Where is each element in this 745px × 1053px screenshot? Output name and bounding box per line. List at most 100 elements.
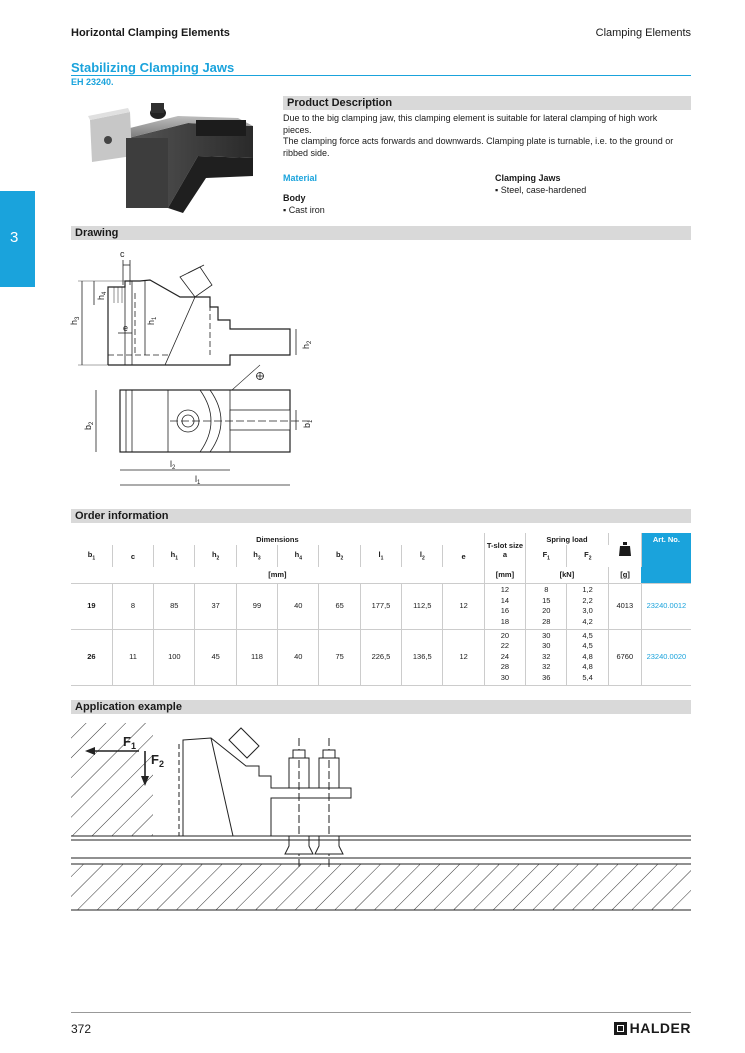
description-line: Due to the big clamping jaw, this clampi… [283,113,658,135]
unit-g: [g] [620,570,630,580]
product-title: Stabilizing Clamping Jaws [71,60,235,75]
col-e: e [442,545,485,567]
col-l1-sub: 1 [380,555,384,562]
cell-artno[interactable]: 23240.0020 [646,651,687,661]
col-f1-text: F [542,550,548,560]
f2-value: 4,5 [582,641,593,651]
weight-icon [618,542,631,556]
cell-l2: 112,5 [401,583,444,629]
f1-value: 30 [542,641,551,651]
cell-weight: 6760 [608,629,642,685]
force-f2-label: F [151,752,159,767]
svg-text:F1: F1 [123,734,136,751]
body-material-text: Cast iron [288,205,325,215]
svg-text:h3: h3 [69,316,81,325]
dim-b2-sub: 2 [89,421,95,425]
section-drawing: Drawing [71,226,691,240]
product-photo [88,103,253,213]
cell-h4: 40 [277,629,320,685]
col-h2-sub: 2 [216,555,220,562]
svg-text:b2: b2 [83,421,95,430]
f2-value: 4,2 [582,616,593,626]
cell-artno[interactable]: 23240.0012 [646,600,687,610]
col-c-text: c [130,551,136,561]
tslot-value: 18 [500,616,510,626]
force-f1-sub: 1 [131,741,136,751]
jaws-material: ▪ Steel, case-hardened [495,185,587,195]
material-label: Material [283,173,318,183]
col-l2-sub: 2 [421,555,425,562]
col-h1-sub: 1 [175,555,178,562]
dim-b1-sub: 1 [308,419,314,423]
brand-logo: HALDER [613,1020,691,1036]
f2-value: 1,2 [582,585,593,594]
cell-e: 12 [442,629,485,685]
col-c: c [112,545,155,567]
svg-text:F2: F2 [151,752,164,769]
footer-divider [71,1012,691,1013]
body-heading: Body [283,193,306,203]
f1-value: 32 [542,662,551,672]
cell-c: 11 [112,629,155,685]
dimensions-header: Dimensions [71,533,485,545]
dim-b2-label: b [83,425,93,430]
body-material: ▪ Cast iron [283,205,325,215]
tslot-value: 14 [500,595,510,605]
dim-h3-sub: 3 [75,316,81,320]
svg-text:h1: h1 [146,316,158,325]
tslot-value: 12 [500,585,510,594]
cell-h3: 118 [236,629,279,685]
jaws-heading: Clamping Jaws [495,173,561,183]
dim-h2-sub: 2 [307,340,313,344]
dim-c-label: c [120,249,125,259]
tslot-value: 16 [500,606,510,615]
dim-l1-sub: 1 [197,480,201,486]
dim-h3-label: h [69,320,79,325]
svg-text:h4: h4 [96,291,108,300]
col-f1: F1 [525,545,568,567]
f1-value: 32 [542,651,551,661]
col-l2-text: l [419,550,422,560]
dim-e-label: e [123,323,128,333]
product-code: EH 23240. [71,77,114,87]
cell-b1: 26 [71,629,113,685]
cell-b1: 19 [71,583,113,629]
svg-text:l2: l2 [170,459,176,471]
header-section: Clamping Elements [595,27,691,39]
tslot-header-text: T-slot size [486,541,524,550]
col-h3-text: h [253,550,258,560]
tslot-header-a: a [502,550,508,559]
cell-b2: 75 [318,629,361,685]
cell-l1: 177,5 [360,583,403,629]
col-f2-sub: 2 [588,555,592,562]
f2-value: 5,4 [582,672,593,682]
dim-l2-sub: 2 [172,465,176,471]
application-illustration: F1 F2 [71,723,691,911]
dim-l2-label: l [170,459,172,469]
f1-value: 36 [542,672,551,682]
dim-l1-label: l [195,474,197,484]
col-e-text: e [461,551,466,561]
f2-value: 4,5 [582,630,593,640]
unit-tslot: [mm] [484,567,527,583]
svg-text:b1: b1 [302,419,314,428]
col-h4-text: h [294,550,300,560]
page-number: 372 [71,1022,92,1036]
tslot-value: 20 [500,630,510,640]
col-f2: F2 [567,545,608,567]
col-h3: h3 [236,545,279,567]
f1-value: 20 [542,606,551,615]
dim-h2-label: h [301,344,311,349]
cell-l2: 136,5 [401,629,444,685]
dim-h4-label: h [96,295,106,300]
technical-drawing: c h4 h3 h1 e h2 b2 b1 l2 l1 [69,249,314,486]
tslot-value: 24 [500,651,510,661]
weight-header [608,533,642,567]
tslot-value: 30 [500,672,510,682]
tslot-value: 28 [500,662,510,672]
